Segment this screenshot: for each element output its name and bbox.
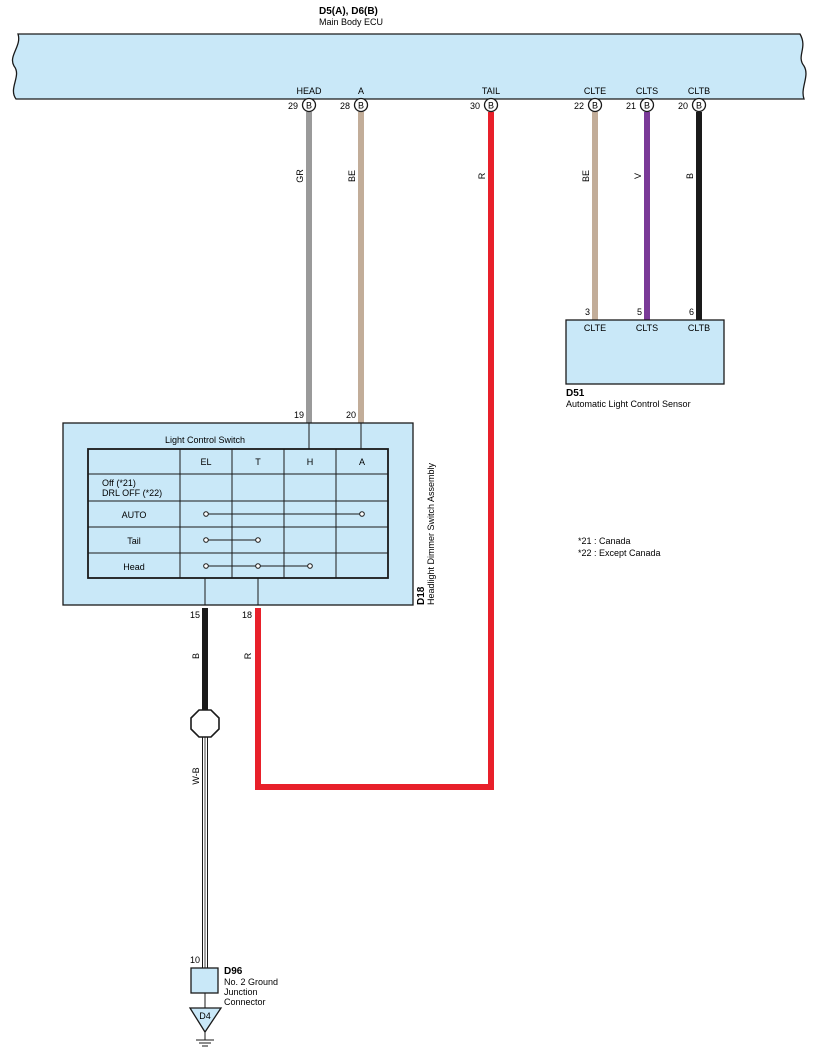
- ecu-terminal-marker-21: B: [639, 97, 655, 113]
- junction-line1: No. 2 Ground: [224, 977, 278, 987]
- ground-point-icon: [188, 1007, 223, 1034]
- switch-id: D18: [416, 586, 427, 605]
- wire-code-clts: V: [633, 173, 643, 179]
- wire-color-codes: GR BE R BE V B B R W-B: [191, 169, 695, 785]
- switch-d18: 19 20 15 18 Light Control Switch EL T H …: [62, 410, 436, 620]
- sensor-terminal-cltb: CLTB: [688, 323, 710, 333]
- ecu-terminal-tail-label: TAIL: [482, 86, 500, 96]
- ecu-pin-30: 30: [470, 101, 480, 111]
- switch-pin-15: 15: [190, 610, 200, 620]
- sensor-pin-5: 5: [637, 307, 642, 317]
- note-canada: *21 : Canada: [578, 536, 631, 546]
- junction-line2: Junction: [224, 987, 258, 997]
- ground-d4: D4: [188, 1007, 223, 1047]
- sensor-pin-6: 6: [689, 307, 694, 317]
- switch-col-a: A: [359, 457, 365, 467]
- switch-caption: D18 Headlight Dimmer Switch Assembly: [416, 462, 436, 605]
- wire-code-a: BE: [347, 170, 357, 182]
- ecu-conn-code-21: B: [644, 101, 650, 111]
- switch-row-head: Head: [123, 562, 145, 572]
- wire-code-ground-wb: W-B: [191, 767, 201, 784]
- sensor-d51: 3 5 6 CLTE CLTS CLTB D51 Automatic Light…: [565, 307, 725, 409]
- switch-col-el: EL: [200, 457, 211, 467]
- sensor-id: D51: [566, 388, 585, 399]
- sensor-body: [565, 319, 725, 385]
- ecu-conn-code-22: B: [592, 101, 598, 111]
- wire-code-clte: BE: [581, 170, 591, 182]
- switch-pin-20: 20: [346, 410, 356, 420]
- junction-line3: Connector: [224, 997, 266, 1007]
- ecu-body: [11, 33, 807, 100]
- sensor-terminal-clts: CLTS: [636, 323, 658, 333]
- ecu-pin-20: 20: [678, 101, 688, 111]
- ecu-terminal-marker-30: B: [483, 97, 499, 113]
- junction-pin-10: 10: [190, 955, 200, 965]
- switch-table: [87, 448, 389, 579]
- ecu-conn-code-30: B: [488, 101, 494, 111]
- ecu-terminal-marker-22: B: [587, 97, 603, 113]
- wire-tail: [255, 112, 494, 790]
- switch-row-drl-off: DRL OFF (*22): [102, 488, 162, 498]
- junction-body: [190, 967, 219, 994]
- ecu-terminal-clts-label: CLTS: [636, 86, 658, 96]
- ecu-connectors-label: D5(A), D6(B): [319, 6, 378, 17]
- ecu-terminal-markers: B B B B B B: [301, 97, 707, 113]
- footnotes: *21 : Canada *22 : Except Canada: [578, 536, 661, 558]
- continuity-head-el: [203, 563, 209, 569]
- switch-name: Headlight Dimmer Switch Assembly: [426, 462, 436, 605]
- continuity-auto-a: [359, 511, 365, 517]
- ecu-conn-code-28: B: [358, 101, 364, 111]
- continuity-auto-el: [203, 511, 209, 517]
- main-body-ecu: D5(A), D6(B) Main Body ECU HEAD A TAIL C…: [11, 6, 807, 111]
- ecu-terminal-marker-20: B: [691, 97, 707, 113]
- junction-id: D96: [224, 966, 243, 977]
- sensor-name: Automatic Light Control Sensor: [566, 399, 691, 409]
- splice-point-icon: [190, 709, 220, 738]
- switch-pin-19: 19: [294, 410, 304, 420]
- switch-col-h: H: [307, 457, 314, 467]
- ecu-terminal-a-label: A: [358, 86, 364, 96]
- ecu-name: Main Body ECU: [319, 17, 383, 27]
- sensor-pin-3: 3: [585, 307, 590, 317]
- ecu-terminal-marker-28: B: [353, 97, 369, 113]
- ecu-pin-29: 29: [288, 101, 298, 111]
- ecu-conn-code-29: B: [306, 101, 312, 111]
- ecu-pin-28: 28: [340, 101, 350, 111]
- ecu-terminal-clte-label: CLTE: [584, 86, 606, 96]
- ground-id: D4: [199, 1011, 211, 1021]
- continuity-tail-t: [255, 537, 261, 543]
- switch-continuity: [203, 511, 365, 569]
- sensor-terminal-clte: CLTE: [584, 323, 606, 333]
- wires: [202, 112, 702, 968]
- wire-code-tail: R: [477, 172, 487, 179]
- continuity-tail-el: [203, 537, 209, 543]
- switch-row-off: Off (*21): [102, 478, 136, 488]
- switch-pin-18: 18: [242, 610, 252, 620]
- wire-code-ground-b: B: [191, 653, 201, 659]
- switch-col-t: T: [255, 457, 261, 467]
- ground-symbol-icon: [196, 1032, 214, 1047]
- wire-code-cltb: B: [685, 173, 695, 179]
- ecu-terminal-head-label: HEAD: [296, 86, 322, 96]
- ecu-terminal-marker-29: B: [301, 97, 317, 113]
- switch-row-auto: AUTO: [122, 510, 147, 520]
- continuity-head-t: [255, 563, 261, 569]
- switch-title: Light Control Switch: [165, 435, 245, 445]
- wire-code-head: GR: [295, 169, 305, 183]
- continuity-head-h: [307, 563, 313, 569]
- note-except-canada: *22 : Except Canada: [578, 548, 661, 558]
- ecu-conn-code-20: B: [696, 101, 702, 111]
- ecu-terminal-cltb-label: CLTB: [688, 86, 710, 96]
- ecu-pin-22: 22: [574, 101, 584, 111]
- junction-d96: 10 D96 No. 2 Ground Junction Connector: [190, 955, 278, 1008]
- ecu-pin-21: 21: [626, 101, 636, 111]
- switch-row-tail: Tail: [127, 536, 141, 546]
- wire-code-switch-r: R: [243, 652, 253, 659]
